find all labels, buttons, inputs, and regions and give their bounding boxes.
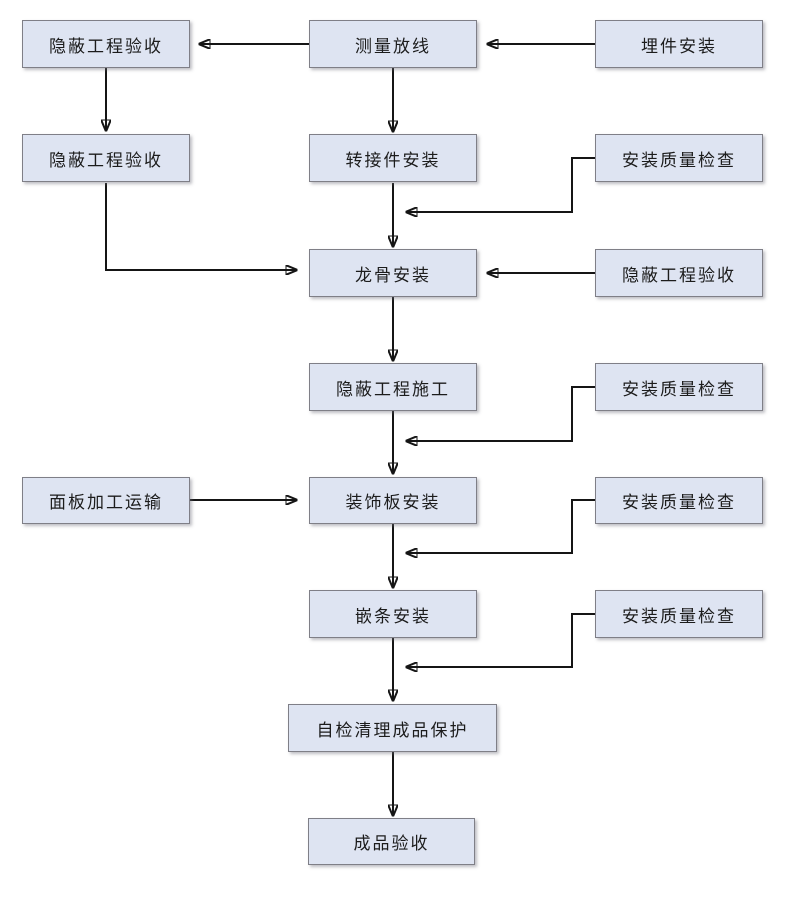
node-hidden-works-acceptance-right: 隐蔽工程验收 — [595, 249, 763, 297]
node-panel-processing-transport: 面板加工运输 — [22, 477, 190, 524]
node-installation-quality-check-1: 安装质量检查 — [595, 134, 763, 182]
node-adapter-installation: 转接件安装 — [309, 134, 477, 182]
node-finished-product-acceptance: 成品验收 — [308, 818, 475, 865]
node-hidden-works-acceptance-1: 隐蔽工程验收 — [22, 20, 190, 68]
arrow-hidden-acceptance-2-to-keel — [105, 183, 297, 270]
node-trim-strip-installation: 嵌条安装 — [309, 590, 477, 638]
node-installation-quality-check-2: 安装质量检查 — [595, 363, 763, 411]
node-embed-parts-installation: 埋件安装 — [595, 20, 763, 68]
node-decorative-panel-installation: 装饰板安装 — [309, 477, 477, 524]
node-installation-quality-check-3: 安装质量检查 — [595, 477, 763, 524]
node-hidden-works-construction: 隐蔽工程施工 — [309, 363, 477, 411]
node-installation-quality-check-4: 安装质量检查 — [595, 590, 763, 638]
arrow-quality-check-row4-feedback — [406, 386, 595, 441]
arrow-quality-check-row2-feedback — [406, 157, 595, 212]
node-hidden-works-acceptance-2: 隐蔽工程验收 — [22, 134, 190, 182]
arrow-quality-check-row5-feedback — [406, 499, 595, 553]
arrow-quality-check-row6-feedback — [406, 613, 595, 667]
node-self-check-cleanup-product-protection: 自检清理成品保护 — [288, 704, 497, 752]
node-measurement-setting-out: 测量放线 — [309, 20, 477, 68]
node-keel-installation: 龙骨安装 — [309, 249, 477, 297]
